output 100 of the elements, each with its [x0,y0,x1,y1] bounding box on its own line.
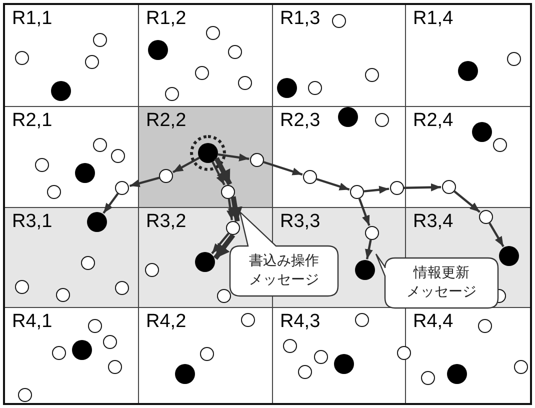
filled-node-circle [198,143,218,163]
arrow [316,178,350,191]
cell-label: R3,3 [280,211,320,233]
node-circle [314,350,328,364]
node-circle [115,281,129,295]
node-circle [111,149,125,163]
cell-label: R4,4 [413,311,454,333]
filled-node-circle [72,340,92,360]
cell-label: R2,2 [146,110,186,132]
filled-node-circle [75,163,95,183]
cell-label: R4,2 [146,311,186,333]
filled-node-circle [499,246,519,266]
filled-node-circle [447,364,467,384]
node-circle [390,181,404,195]
arrow [211,232,230,254]
cell-label: R2,3 [280,110,320,132]
filled-node-circle [338,107,358,127]
node-circle [442,180,456,194]
node-circle [375,113,389,127]
node-circle [145,263,159,277]
cell-label: R3,1 [12,211,52,233]
node-circle [18,388,32,402]
node-circle [493,138,507,152]
node-circle [206,26,220,40]
node-circle [478,319,492,333]
grid-cell [4,207,139,308]
arrow [454,190,480,213]
node-circle [303,170,317,184]
filled-node-circle [458,61,478,81]
cell-label: R1,4 [413,8,454,30]
node-circle [200,347,214,361]
node-circle [35,158,49,172]
arrow [263,161,303,176]
node-circle [56,288,70,302]
node-circle [195,66,209,80]
cell-label: R1,1 [12,8,52,30]
node-circle [238,76,252,90]
node-circle [103,335,117,349]
cell-label: R3,4 [413,211,454,233]
node-circle [365,68,379,82]
callout-text: 書込み操作メッセージ [248,252,320,290]
node-circle [308,81,322,95]
thick-arrow [213,233,236,260]
node-circle [217,289,231,303]
cell-label: R1,3 [280,8,320,30]
filled-node-circle [87,212,107,232]
node-circle [365,226,379,240]
arrow [404,183,442,192]
arrow [218,153,250,162]
node-circle [355,313,369,327]
cell-label: R4,1 [12,311,52,333]
node-circle [93,33,107,47]
cell-label: R4,3 [280,311,320,333]
cell-label: R2,4 [413,110,454,132]
node-circle [350,185,364,199]
cell-label: R3,2 [146,211,186,233]
node-circle [298,365,312,379]
thick-arrow [228,196,242,222]
arrow [172,156,200,174]
arrow [358,198,370,226]
node-circle [226,221,240,235]
callout-text: 情報更新メッセージ [406,264,478,302]
node-circle [115,181,129,195]
node-circle [283,339,297,353]
arrow [364,240,373,260]
node-circle [228,45,242,59]
node-circle [15,51,29,65]
node-circle [165,87,179,101]
filled-node-circle [355,260,375,280]
filled-node-circle [51,81,71,101]
node-circle [221,185,235,199]
node-circle [479,210,493,224]
arrow [212,161,226,186]
filled-node-circle [148,40,168,60]
node-circle [514,360,528,374]
node-circle [81,256,95,270]
node-circle [241,313,255,327]
filled-node-circle [472,122,492,142]
arrow [364,186,390,194]
node-circle [159,169,173,183]
node-circle [507,52,521,66]
thick-arrow [214,157,232,186]
node-circle [52,346,66,360]
filled-node-circle [334,354,354,374]
cell-label: R2,1 [12,110,52,132]
arrow [102,192,119,214]
node-circle [47,185,61,199]
node-circle [85,55,99,69]
grid-cell [138,106,273,208]
node-circle [332,14,346,28]
node-circle [93,138,107,152]
node-circle [88,319,102,333]
node-circle [108,360,122,374]
arrow [129,176,160,188]
cell-label: R1,2 [146,8,186,30]
arrow [488,222,504,248]
node-circle [15,280,29,294]
filled-node-circle [195,252,215,272]
node-circle [250,153,264,167]
filled-node-circle [175,364,195,384]
